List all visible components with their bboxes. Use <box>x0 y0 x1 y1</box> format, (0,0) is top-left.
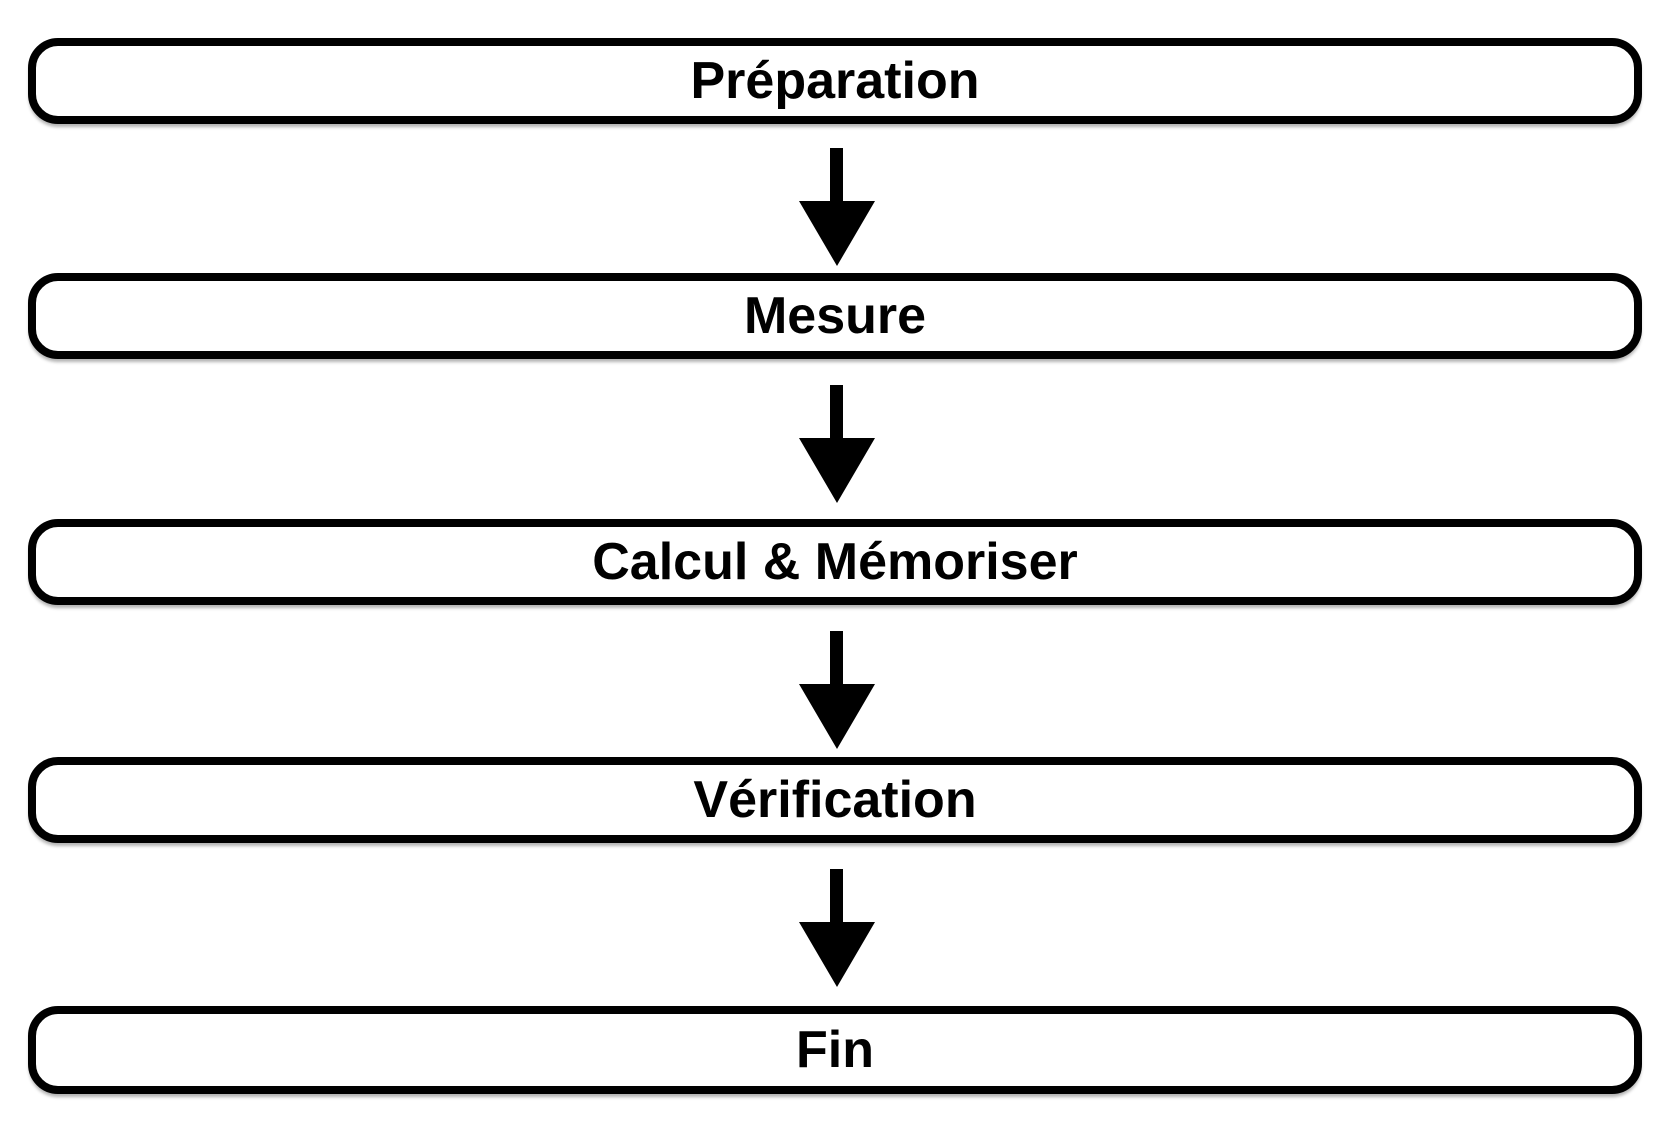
flow-node-fin-label: Fin <box>796 1021 874 1079</box>
arrow-head <box>798 201 875 266</box>
flow-node-preparation-label: Préparation <box>690 52 980 110</box>
flow-node-fin: Fin <box>28 1006 1642 1094</box>
arrow-down-icon <box>798 385 875 503</box>
flow-node-preparation: Préparation <box>28 38 1642 124</box>
arrow-down-icon <box>798 148 875 266</box>
flow-node-verification: Vérification <box>28 757 1642 843</box>
arrow-head <box>798 684 875 749</box>
flow-node-verification-label: Vérification <box>693 771 977 829</box>
arrow-stem <box>830 148 843 201</box>
arrow-down-icon <box>798 631 875 749</box>
arrow-down-icon <box>798 869 875 987</box>
flow-node-mesure: Mesure <box>28 273 1642 359</box>
arrow-head <box>798 438 875 503</box>
arrow-stem <box>830 869 843 922</box>
arrow-stem <box>830 385 843 438</box>
arrow-head <box>798 922 875 987</box>
flow-node-calcul-memoriser: Calcul & Mémoriser <box>28 519 1642 605</box>
flow-node-mesure-label: Mesure <box>743 287 927 345</box>
flow-node-calcul-memoriser-label: Calcul & Mémoriser <box>592 533 1078 591</box>
arrow-stem <box>830 631 843 684</box>
